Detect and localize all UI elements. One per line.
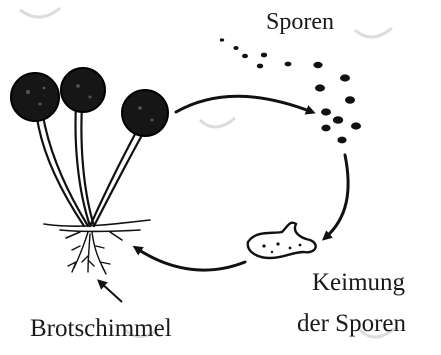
- bread-mold-label: Brotschimmel: [30, 316, 172, 341]
- pointer-arrow: [100, 282, 122, 302]
- spores-label: Sporen: [266, 10, 334, 34]
- germinating-spore: [248, 223, 316, 258]
- spores-cluster: [220, 38, 361, 143]
- germination-label-line-1: Keimung: [312, 270, 405, 295]
- bread-mold-illustration: [11, 68, 168, 302]
- germination-label-line-2: der Sporen: [297, 311, 406, 336]
- sporangium-heads: [11, 68, 168, 136]
